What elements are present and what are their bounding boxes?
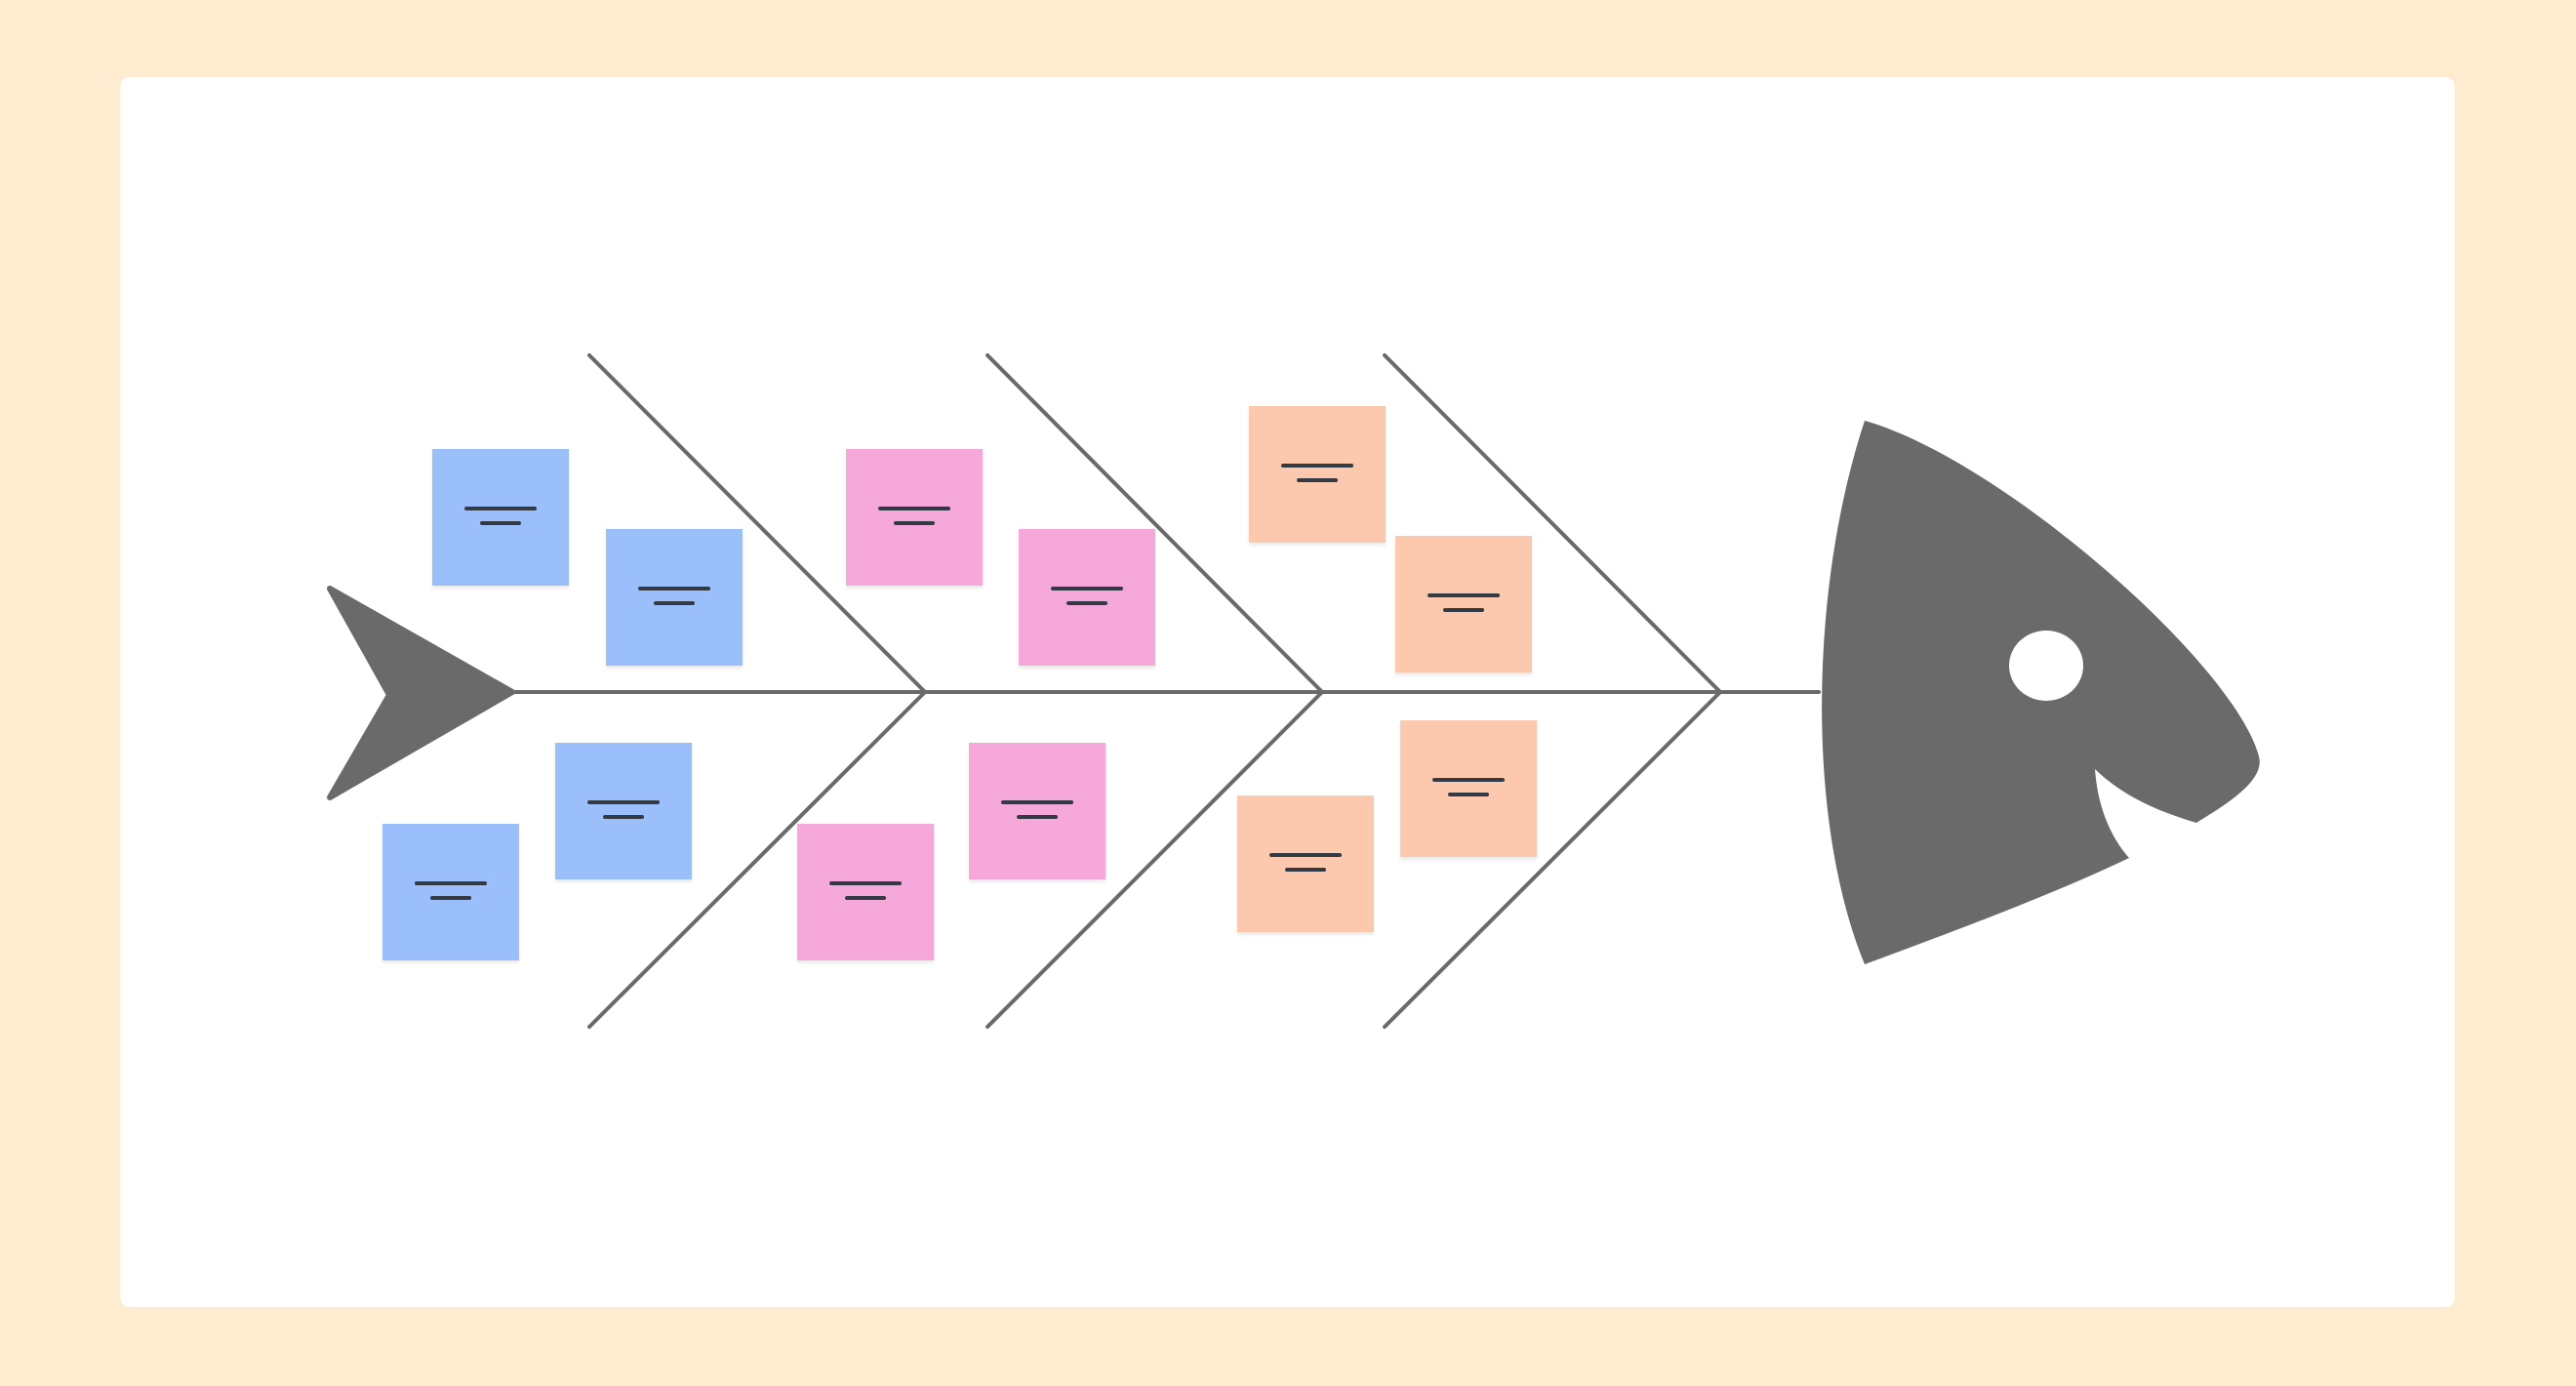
sticky-note[interactable] [1400,720,1537,857]
placeholder-text-line [587,800,660,804]
placeholder-text-line [845,896,886,900]
placeholder-text-line [1051,587,1123,591]
placeholder-text-line [1428,593,1500,597]
bone-bottom-3 [1383,690,1722,1029]
bone-top-2 [986,353,1324,694]
sticky-note[interactable] [1019,529,1155,666]
sticky-note[interactable] [1249,406,1386,543]
placeholder-text-line [464,507,537,510]
placeholder-text-line [430,896,471,900]
sticky-note[interactable] [1395,536,1532,673]
placeholder-text-line [1285,868,1326,872]
placeholder-text-line [1443,608,1484,612]
placeholder-text-line [1067,601,1107,605]
placeholder-text-line [603,815,644,819]
sticky-note[interactable] [555,743,692,879]
placeholder-text-line [1432,778,1505,782]
placeholder-text-line [638,587,710,591]
placeholder-text-line [1017,815,1058,819]
placeholder-text-line [415,881,487,885]
placeholder-text-line [480,521,521,525]
placeholder-text-line [1269,853,1342,857]
fish-tail-icon [327,586,515,800]
placeholder-text-line [1448,793,1489,796]
sticky-note[interactable] [846,449,983,586]
sticky-note[interactable] [606,529,743,666]
bone-top-1 [587,353,927,694]
bone-top-3 [1383,353,1722,694]
sticky-note[interactable] [1237,795,1374,932]
placeholder-text-line [654,601,695,605]
sticky-note[interactable] [432,449,569,586]
placeholder-text-line [1001,800,1073,804]
placeholder-text-line [1297,478,1338,482]
placeholder-text-line [829,881,902,885]
sticky-note[interactable] [797,824,934,960]
placeholder-text-line [1281,464,1353,468]
fish-eye-icon [2009,631,2083,701]
placeholder-text-line [894,521,935,525]
bone-bottom-2 [986,690,1324,1029]
placeholder-text-line [878,507,950,510]
bone-bottom-1 [587,690,927,1029]
sticky-note[interactable] [382,824,519,960]
sticky-note[interactable] [969,743,1106,879]
